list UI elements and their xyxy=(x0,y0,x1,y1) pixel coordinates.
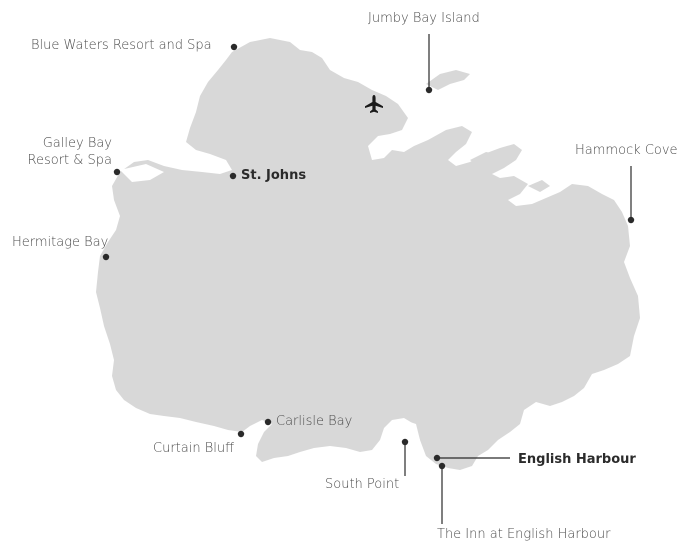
west-inlet xyxy=(120,164,164,182)
east-islet xyxy=(470,152,498,166)
jumby-bay-islet xyxy=(426,70,470,90)
galley-bay-label-line2: Resort & Spa xyxy=(27,153,113,168)
inn-english-harbour-label: The Inn at English Harbour xyxy=(437,527,611,542)
curtain-bluff-marker[interactable] xyxy=(237,430,245,438)
hammock-cove-marker[interactable] xyxy=(627,216,635,224)
blue-waters-label: Blue Waters Resort and Spa xyxy=(31,38,212,53)
st-johns-marker[interactable] xyxy=(229,172,237,180)
inn-english-harbour-marker[interactable] xyxy=(438,462,446,470)
hermitage-bay-label: Hermitage Bay xyxy=(12,235,109,250)
south-point-label: South Point xyxy=(325,477,400,492)
hermitage-bay-marker[interactable] xyxy=(102,253,110,261)
blue-waters-marker[interactable] xyxy=(230,43,238,51)
airplane-icon xyxy=(365,95,383,113)
carlisle-bay-marker[interactable] xyxy=(264,418,272,426)
english-harbour-label: English Harbour xyxy=(518,452,636,467)
galley-bay-label-line1: Galley Bay xyxy=(42,136,112,151)
jumby-bay-marker[interactable] xyxy=(425,86,433,94)
south-point-marker[interactable] xyxy=(401,438,409,446)
english-harbour-marker[interactable] xyxy=(433,454,441,462)
carlisle-bay-label: Carlisle Bay xyxy=(276,414,353,429)
galley-bay-marker[interactable] xyxy=(113,168,121,176)
st-johns-label: St. Johns xyxy=(241,168,307,183)
east-islet-2 xyxy=(528,180,550,192)
island-landmass xyxy=(96,38,640,470)
hammock-cove-label: Hammock Cove xyxy=(575,143,678,158)
jumby-bay-label: Jumby Bay Island xyxy=(368,11,480,26)
curtain-bluff-label: Curtain Bluff xyxy=(153,441,235,456)
